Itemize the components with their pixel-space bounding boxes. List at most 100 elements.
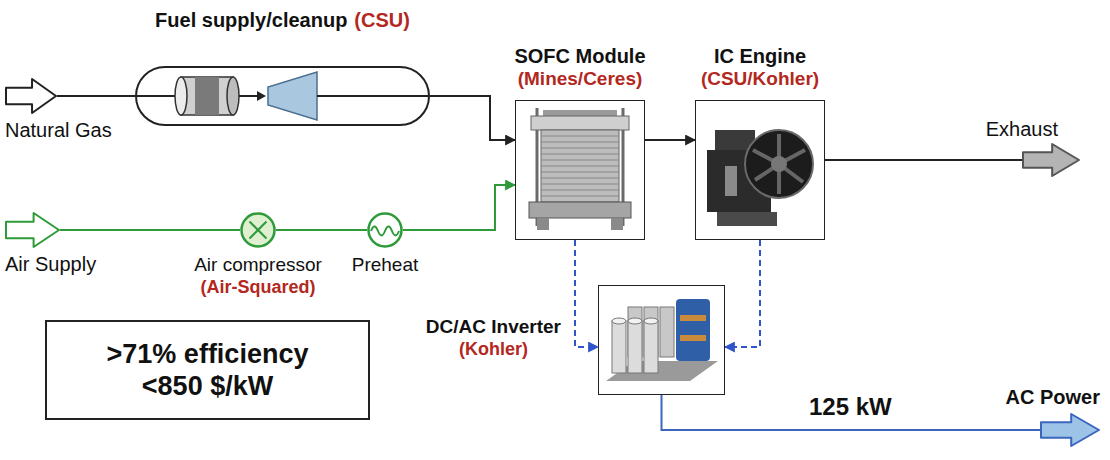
air-compressor-label: Air compressor	[194, 254, 322, 277]
filter-band	[195, 77, 219, 115]
block-arrow	[1041, 414, 1099, 446]
capacitor-top	[644, 318, 658, 324]
preheat-art	[368, 213, 402, 247]
fuel-line	[430, 96, 515, 140]
heater-wave	[371, 227, 399, 236]
dc-power-line	[725, 240, 760, 347]
capacitor	[644, 321, 658, 373]
air-compressor: Air compressor(Air-Squared)	[240, 212, 276, 248]
exhaust-outlet-label: Exhaust	[986, 117, 1058, 141]
inverter-label: DC/AC Inverter	[426, 316, 561, 339]
air-compressor-outline	[240, 212, 276, 248]
performance-box: >71% efficiency<850 $/kW	[45, 320, 370, 420]
fan-blades	[753, 134, 805, 194]
air-inlet-outline	[5, 212, 60, 248]
compressor-cross	[250, 222, 267, 239]
compressor-fill	[241, 213, 275, 247]
fuel-cleanup-unit-label: (CSU)	[354, 8, 410, 32]
capacitor-top	[612, 318, 626, 324]
fuel-cleanup-unit-outline	[135, 66, 430, 126]
air-compressor-label: (Air-Squared)	[194, 277, 322, 299]
label-group: DC/AC Inverter(Kohler)	[426, 316, 561, 360]
natural-gas-inlet-outline	[5, 78, 57, 114]
fuel-cleanup-art	[137, 72, 428, 120]
ic-engine: IC Engine(CSU/Kohler)	[695, 100, 825, 240]
ac-power-outlet-outline	[1040, 413, 1100, 447]
capacitor	[628, 321, 642, 373]
sofc-module-label: SOFC Module	[514, 44, 645, 68]
inverter: DC/AC Inverter(Kohler)	[598, 285, 725, 395]
label-group: Natural Gas	[5, 118, 112, 142]
gas-line	[57, 95, 135, 97]
inductor-coil	[680, 335, 706, 341]
capacitor	[612, 321, 626, 373]
sofc-module: SOFC Module(Mines/Ceres)	[515, 100, 645, 240]
inductor	[676, 299, 710, 361]
preheater: Preheat	[367, 212, 403, 248]
base-plate	[529, 202, 631, 218]
block-arrow	[1023, 144, 1079, 176]
top-plate	[531, 116, 629, 130]
circle-outline	[242, 214, 275, 247]
cell-stack	[541, 130, 619, 202]
filter-end	[175, 77, 187, 115]
fuel-cleanup-unit: Fuel supply/cleanup(CSU)	[135, 66, 430, 126]
capsule-outline	[136, 67, 429, 125]
fan-hub	[771, 156, 787, 172]
fuel-line	[137, 95, 175, 97]
label-group: AC Power	[1006, 385, 1100, 409]
flow-arrowhead	[257, 91, 266, 101]
foot	[537, 218, 549, 230]
label-group: Air compressor(Air-Squared)	[194, 254, 322, 298]
fuel-cleanup-unit-label: Fuel supply/cleanup	[155, 8, 347, 32]
label-group: Air Supply	[5, 252, 96, 276]
block-arrow	[6, 213, 59, 247]
air-inlet: Air Supply	[5, 212, 60, 248]
exhaust-outlet: Exhaust	[1022, 143, 1080, 177]
air-compressor-art	[241, 213, 275, 247]
filter-body	[181, 77, 233, 115]
natural-gas-inlet-label: Natural Gas	[5, 118, 112, 142]
exhaust-outlet-outline	[1022, 143, 1080, 177]
top-bar	[543, 110, 617, 116]
ac-power-outlet: AC Power	[1040, 413, 1100, 447]
foot	[611, 218, 623, 230]
engine-base	[717, 212, 777, 226]
label-group: Fuel supply/cleanup (CSU)	[155, 8, 410, 32]
block-arrow	[6, 79, 56, 113]
label-group: SOFC Module(Mines/Ceres)	[514, 44, 645, 91]
label-group: Exhaust	[986, 117, 1058, 141]
capacitor-top	[628, 318, 642, 324]
air-line	[403, 185, 515, 230]
preheater-label: Preheat	[352, 254, 419, 277]
engine-part	[725, 166, 737, 196]
preheater-outline	[367, 212, 403, 248]
engine-art	[707, 130, 813, 226]
label-group: >71% efficiency<850 $/kW	[107, 338, 309, 403]
anode-exhaust-line	[645, 139, 695, 141]
performance-box-label: >71% efficiency	[107, 338, 309, 370]
cell-layers	[541, 136, 619, 196]
compressor-cross	[250, 222, 267, 239]
ic-engine-label: (CSU/Kohler)	[701, 68, 819, 91]
preheat-fill	[368, 213, 402, 247]
inverter-art	[606, 299, 718, 381]
sofc-module-label: (Mines/Ceres)	[514, 68, 645, 91]
gas-compressor-symbol	[268, 72, 317, 120]
performance-box-label: <850 $/kW	[107, 370, 309, 402]
air-line	[276, 229, 367, 231]
label-group: IC Engine(CSU/Kohler)	[701, 44, 819, 91]
ac-power-outlet-label: AC Power	[1006, 385, 1100, 409]
fuel-line	[239, 95, 259, 97]
sofc-stack-art	[529, 108, 631, 230]
fuel-line	[317, 95, 428, 97]
capacitor	[660, 307, 674, 357]
circle-outline	[369, 214, 402, 247]
natural-gas-inlet: Natural Gas	[5, 78, 57, 114]
dc-power-line	[575, 240, 598, 347]
inductor-coil	[680, 315, 706, 321]
label-group: Preheat	[352, 254, 419, 277]
ic-engine-label: IC Engine	[701, 44, 819, 68]
inverter-label: (Kohler)	[426, 339, 561, 361]
